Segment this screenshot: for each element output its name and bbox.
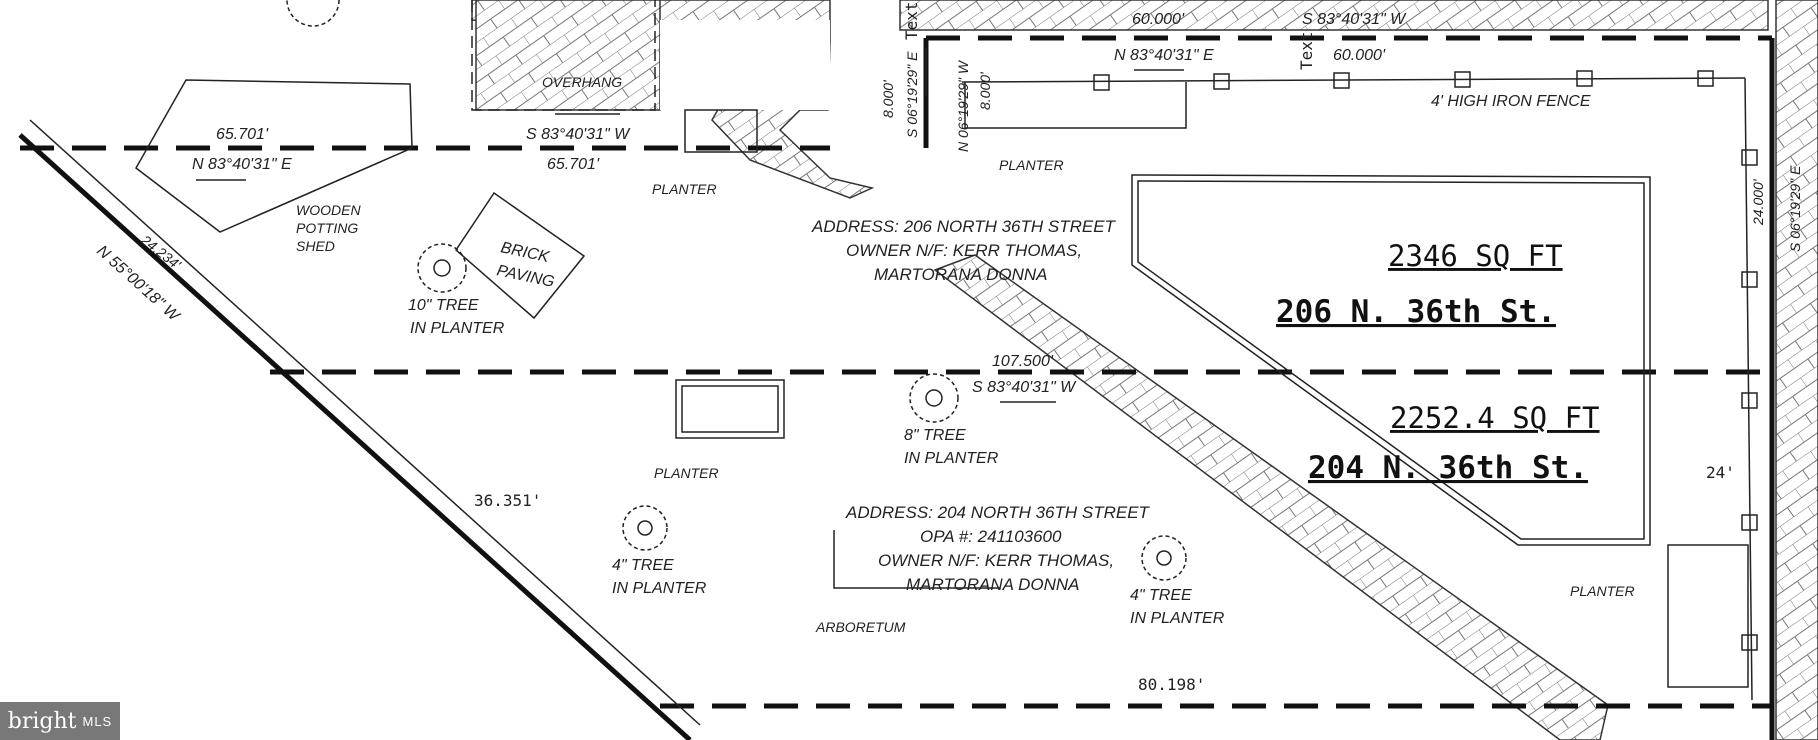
- label-brick-2: PAVING: [495, 262, 556, 291]
- tree-10in: [417, 243, 467, 293]
- label-shed-2: POTTING: [296, 220, 358, 236]
- planter-right: [1667, 544, 1749, 688]
- label-tree4a-1: 4" TREE: [612, 557, 674, 574]
- label-brick-1: BRICK: [499, 239, 552, 266]
- fence-post: [1741, 149, 1758, 166]
- watermark-brand: bright: [7, 708, 77, 734]
- dim-left-jog-len: 8.000': [880, 79, 896, 118]
- wooden-shed: [135, 79, 413, 233]
- fence-post: [1741, 634, 1758, 651]
- label-planter-top-right: PLANTER: [999, 157, 1064, 173]
- planter-large: [1131, 174, 1651, 546]
- dim-fence-bearing: N 83°40'31" E: [1114, 47, 1214, 64]
- lot206-street: 206 N. 36th St.: [1276, 294, 1556, 330]
- lot206-area: 2346 SQ FT: [1388, 239, 1563, 273]
- lot204-owner-2: MARTORANA DONNA: [906, 575, 1080, 594]
- building-top-strip: [899, 0, 1769, 31]
- label-arboretum: ARBORETUM: [815, 619, 906, 635]
- planter-mid: [675, 379, 785, 439]
- lot206-owner-1: OWNER N/F: KERR THOMAS,: [846, 241, 1082, 260]
- dim-mid-len: 107.500': [992, 353, 1054, 370]
- overhang-outline: [471, 0, 656, 111]
- fence-post: [1454, 71, 1471, 88]
- label-tree4b-1: 4" TREE: [1130, 587, 1192, 604]
- label-tree4a-2: IN PLANTER: [612, 580, 707, 597]
- planter-top-right: [964, 82, 1187, 129]
- lot204-street: 204 N. 36th St.: [1308, 450, 1588, 486]
- iron-fence: [961, 77, 1746, 83]
- overhang-gap: [660, 20, 830, 110]
- lot-line-diagonal-inner: [29, 119, 701, 726]
- lot204-area: 2252.4 SQ FT: [1390, 401, 1600, 435]
- fence-post: [1741, 392, 1758, 409]
- watermark-suffix: MLS: [82, 713, 113, 729]
- dim-right-short: 24': [1706, 463, 1735, 482]
- planter-mid-inner: [681, 385, 779, 433]
- dim-right-jog-bearing: N 06°19'29" W: [955, 59, 971, 152]
- dim-top-right-len: 60.000': [1132, 11, 1185, 28]
- dim-top-left-bearing-below: S 83°40'31" W: [526, 126, 631, 143]
- fence-post: [1093, 74, 1110, 91]
- lot206-owner-2: MARTORANA DONNA: [874, 265, 1048, 284]
- dim-bottom: 80.198': [1138, 675, 1205, 694]
- label-tree10-2: IN PLANTER: [410, 320, 505, 337]
- lot-line-diagonal: [18, 133, 692, 740]
- fence-post: [1213, 73, 1230, 90]
- dim-top-right-bearing: S 83°40'31" W: [1302, 11, 1407, 28]
- label-tree4b-2: IN PLANTER: [1130, 610, 1225, 627]
- label-text-2: Text: [1297, 31, 1316, 70]
- dim-left-side: 36.351': [474, 491, 541, 510]
- label-tree8-1: 8" TREE: [904, 427, 966, 444]
- dim-top-left-len: 65.701': [216, 126, 269, 143]
- tree-4in-left: [622, 505, 668, 551]
- dim-fence-len: 60.000': [1333, 47, 1386, 64]
- lot204-opa: OPA #: 241103600: [920, 527, 1062, 546]
- label-shed-3: SHED: [296, 238, 335, 254]
- dim-right-bearing: S 06°19'29" E: [1787, 165, 1803, 252]
- dim-top-left-len-below: 65.701': [547, 156, 600, 173]
- brick-paving: [455, 191, 586, 320]
- tree-8in: [909, 373, 959, 423]
- fence-post: [1576, 70, 1593, 87]
- dim-right-len: 24.000': [1750, 178, 1766, 226]
- label-planter-right: PLANTER: [1570, 583, 1635, 599]
- planter-top-left: [684, 109, 758, 153]
- planter-large-inner: [1137, 180, 1645, 540]
- label-tree8-2: IN PLANTER: [904, 450, 999, 467]
- lot206-address: ADDRESS: 206 NORTH 36TH STREET: [811, 217, 1117, 236]
- dim-right-jog-len: 8.000': [977, 71, 993, 110]
- fence-post: [1697, 70, 1714, 87]
- building-right-strip: [1775, 0, 1818, 740]
- label-iron-fence: 4' HIGH IRON FENCE: [1431, 93, 1591, 110]
- neighbor-building: [475, 0, 661, 111]
- dim-top-left-bearing: N 83°40'31" E: [192, 156, 292, 173]
- tree-4in-right: [1141, 535, 1187, 581]
- tree-top: [286, 0, 340, 27]
- fence-post: [1741, 514, 1758, 531]
- label-planter-top-left: PLANTER: [652, 181, 717, 197]
- lot204-owner-1: OWNER N/F: KERR THOMAS,: [878, 551, 1114, 570]
- dim-mid-bearing: S 83°40'31" W: [972, 379, 1077, 396]
- hatched-walkway: [933, 254, 1609, 740]
- label-overhang: OVERHANG: [542, 74, 622, 90]
- fence-post: [1741, 271, 1758, 288]
- label-shed-1: WOODEN: [296, 202, 361, 218]
- arboretum-bed: [833, 530, 1000, 589]
- label-tree10-1: 10" TREE: [408, 297, 479, 314]
- label-planter-mid: PLANTER: [654, 465, 719, 481]
- fence-post: [1333, 72, 1350, 89]
- bright-mls-watermark: bright MLS: [0, 702, 120, 740]
- label-text-1: Text: [902, 1, 921, 40]
- lot204-address: ADDRESS: 204 NORTH 36TH STREET: [845, 503, 1151, 522]
- iron-fence-right: [1744, 77, 1753, 701]
- dim-left-jog-bearing: S 06°19'29" E: [904, 51, 920, 138]
